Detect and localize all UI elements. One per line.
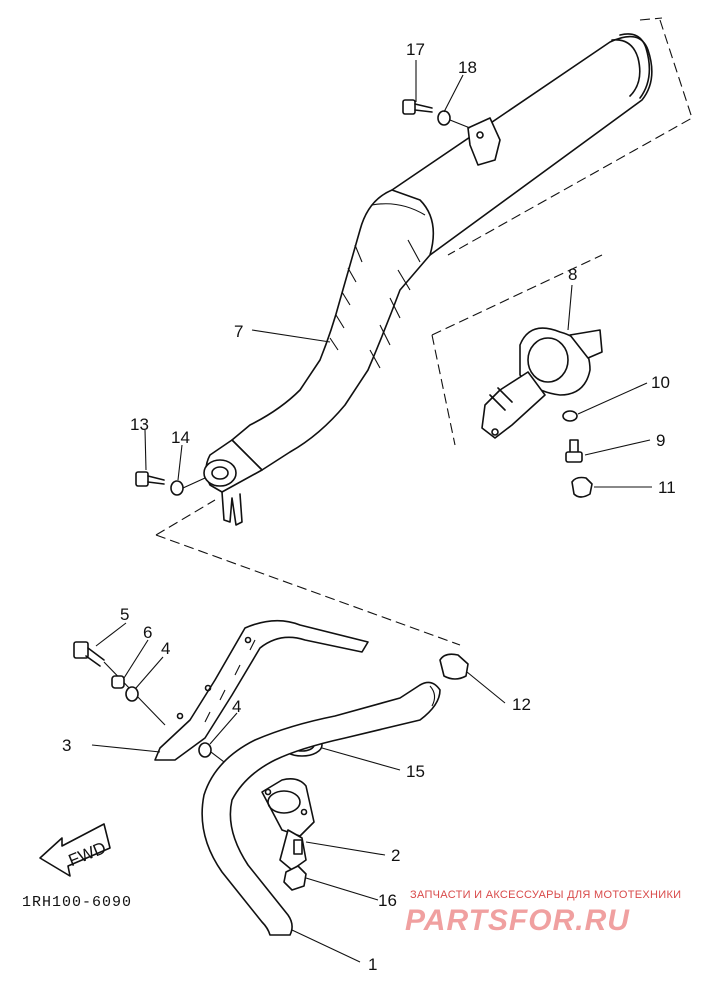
- part-label-11: 11: [658, 478, 676, 497]
- part-label-4-upper: 4: [161, 639, 170, 658]
- end-cap-boundary-line: [431, 254, 603, 446]
- part-label-18: 18: [458, 58, 477, 77]
- part-label-12: 12: [512, 695, 531, 714]
- part-label-15: 15: [406, 762, 425, 781]
- damper-4-lower: [198, 742, 212, 758]
- damper-4-upper: [125, 686, 139, 702]
- bolt-13: [135, 471, 165, 487]
- part-label-16: 16: [378, 891, 397, 910]
- nut-16: [283, 865, 307, 891]
- collar-6: [111, 675, 125, 689]
- end-cap-assembly: [481, 327, 603, 439]
- part-label-13: 13: [130, 415, 149, 434]
- part-label-2: 2: [391, 846, 400, 865]
- exhaust-pipe-1: [201, 681, 441, 936]
- part-label-9: 9: [656, 431, 665, 450]
- part-label-17: 17: [406, 40, 425, 59]
- washer-18: [437, 110, 451, 126]
- part-label-10: 10: [651, 373, 670, 392]
- part-label-7: 7: [234, 322, 243, 341]
- washer-14: [170, 480, 184, 496]
- watermark-brand: PARTSFOR.RU: [405, 904, 630, 937]
- bolt-9: [565, 439, 583, 463]
- part-number-labels: 17 18 7 8 10 9 11 13 14 5 6 4 3 4 12 15 …: [62, 40, 676, 974]
- bolt-17: [402, 99, 433, 115]
- watermark-tagline: ЗАПЧАСТИ И АКСЕССУАРЫ ДЛЯ МОТОТЕХНИКИ: [410, 889, 681, 901]
- diagram-code: 1RH100-6090: [22, 894, 132, 911]
- part-label-4-lower: 4: [232, 697, 241, 716]
- bolt-5: [73, 641, 105, 667]
- pipe-boundary-line: [155, 499, 461, 646]
- leader-lines: [91, 60, 652, 963]
- muffler-boundary-line: [447, 17, 693, 256]
- part-label-6: 6: [143, 623, 152, 642]
- washer-10: [562, 410, 578, 422]
- muffler-assembly: [203, 33, 653, 526]
- part-label-14: 14: [171, 428, 190, 447]
- part-label-5: 5: [120, 605, 129, 624]
- fwd-arrow-icon: FWD: [39, 823, 111, 877]
- stud-2: [293, 839, 303, 855]
- part-label-1: 1: [368, 955, 377, 974]
- part-label-8: 8: [568, 265, 577, 284]
- gasket-12: [439, 653, 469, 680]
- heat-protector-3: [154, 619, 369, 761]
- grommet-11: [571, 476, 593, 498]
- part-label-3: 3: [62, 736, 71, 755]
- watermark: ЗАПЧАСТИ И АКСЕССУАРЫ ДЛЯ МОТОТЕХНИКИ PA…: [405, 889, 681, 937]
